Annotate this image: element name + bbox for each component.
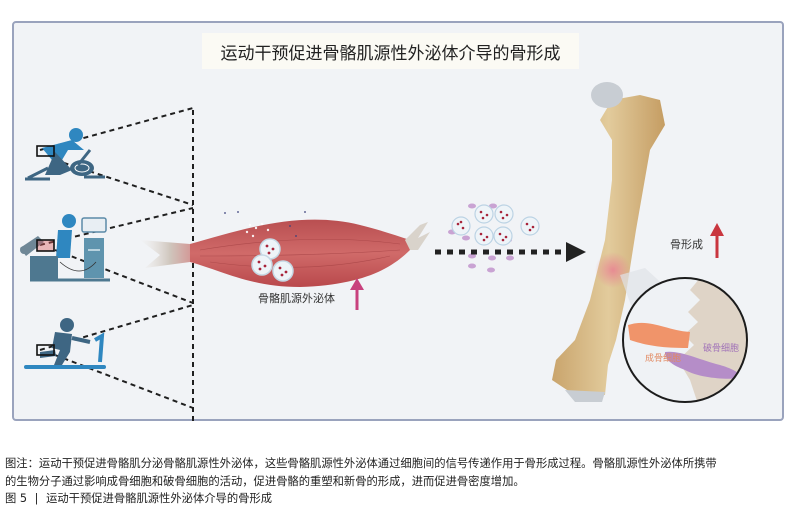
stationary-bike-icon xyxy=(25,128,105,181)
connector-line xyxy=(54,249,194,304)
osteoclast-label: 破骨细胞 xyxy=(703,344,740,354)
dashed-connectors xyxy=(39,107,194,425)
figure-number: 图 5 xyxy=(5,492,28,505)
dashed-right-arrow-icon xyxy=(435,242,586,262)
bone-formation-label: 骨形成 xyxy=(670,238,703,251)
caption-note-line-2: 的生物分子通过影响成骨细胞和破骨细胞的活动，促进骨骼的重塑和新骨的形成，进而促进… xyxy=(5,475,525,488)
skeletal-muscle-illustration xyxy=(140,211,430,287)
caption-note-line-1: 图注：运动干预促进骨骼肌分泌骨骼肌源性外泌体，这些骨骼肌源性外泌体通过细胞间的信… xyxy=(5,457,717,470)
figure-caption: 图 5 | 运动干预促进骨骼肌源性外泌体介导的骨形成 xyxy=(5,490,272,508)
connector-line xyxy=(54,159,194,206)
treadmill-icon xyxy=(24,318,106,369)
caption-separator: | xyxy=(34,492,39,505)
muscle-exosome-label: 骨骼肌源外泌体 xyxy=(258,292,335,305)
muscle-increase-arrow-icon xyxy=(350,278,364,310)
connector-line xyxy=(54,354,194,409)
figure-caption-title: 运动干预促进骨骼肌源性外泌体介导的骨形成 xyxy=(46,492,273,505)
bone-formation-increase-arrow-icon xyxy=(710,223,724,258)
figure-title: 运动干预促进骨骼肌源性外泌体介导的骨形成 xyxy=(202,33,579,69)
osteoblast-label: 成骨细胞 xyxy=(645,354,682,364)
leg-press-machine-icon xyxy=(20,214,110,282)
circulating-exosomes xyxy=(448,203,540,273)
